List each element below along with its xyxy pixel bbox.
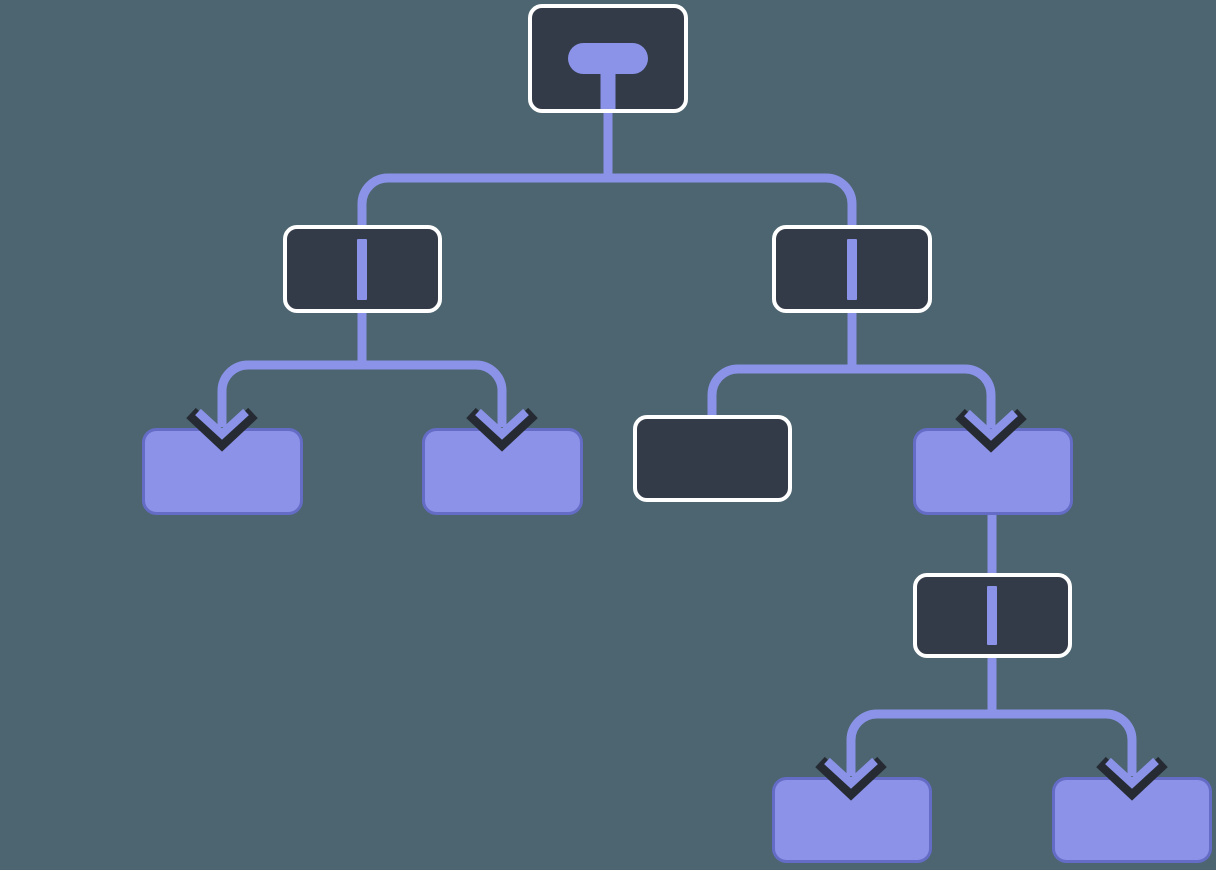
- arrowheads-layer: [186, 407, 1168, 801]
- edge-bottom-split: [846, 709, 1137, 776]
- edge-root-split: [357, 173, 857, 232]
- pass-line-pass-2-icon: [987, 586, 997, 645]
- arrowhead-into-leaf-2-icon: [466, 407, 538, 452]
- edges-layer: [217, 110, 1137, 776]
- edge-branch-left-split: [217, 360, 507, 427]
- glyphs-layer: [357, 43, 997, 645]
- arrowhead-into-leaf-1-icon: [186, 407, 258, 452]
- node-dark-leaf[interactable]: [633, 415, 792, 502]
- arrowhead-into-leaf-5-icon: [1096, 756, 1168, 801]
- pass-line-branch-right-icon: [847, 239, 857, 300]
- root-stem-icon: [600, 70, 616, 109]
- arrowhead-into-leaf-4-icon: [815, 756, 887, 801]
- edge-branch-right-split: [707, 364, 996, 428]
- nodes-layer: [142, 4, 1212, 863]
- arrowhead-into-leaf-3-icon: [955, 408, 1027, 453]
- pass-line-branch-left-icon: [357, 239, 367, 300]
- root-pill-icon: [568, 43, 648, 74]
